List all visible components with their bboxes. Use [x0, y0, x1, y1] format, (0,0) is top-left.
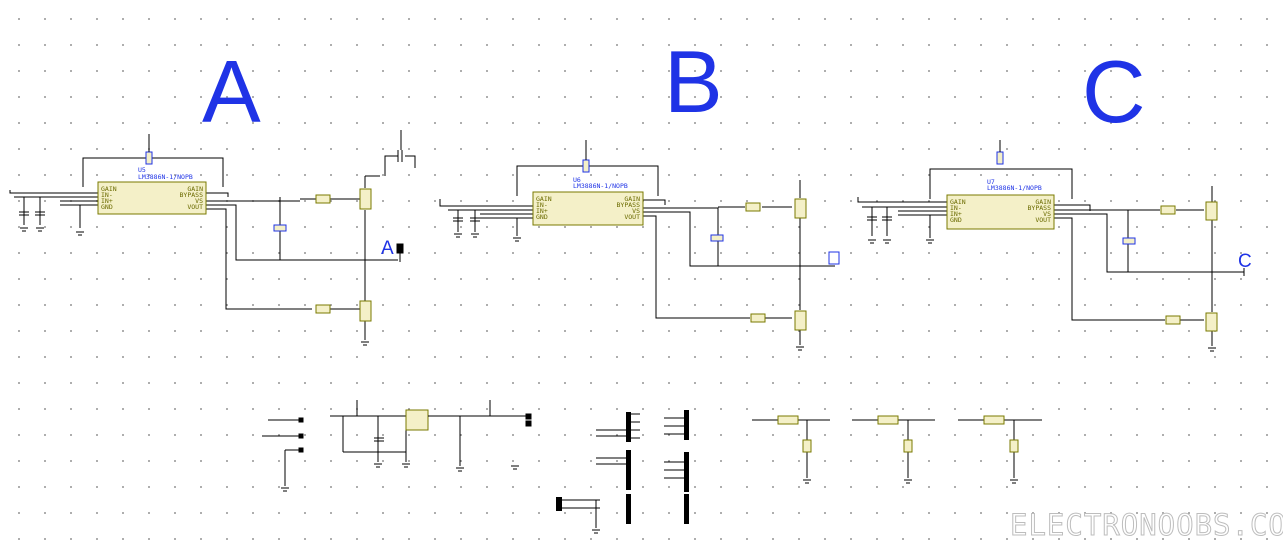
u7-pin-right-1: GAIN	[1035, 198, 1051, 206]
u6-pin-right-2: BYPASS	[617, 201, 641, 209]
u6-pin-right-1: GAIN	[624, 195, 640, 203]
u7-pin-left-1: GAIN	[950, 198, 966, 206]
u6-pin-left-4: GND	[536, 213, 548, 221]
section-label-c: C	[1082, 42, 1146, 141]
watermark-text: ELECTRONOOBS.COM	[1009, 508, 1283, 543]
connector-array	[556, 410, 689, 534]
u5-pin-right-2: BYPASS	[180, 191, 204, 199]
u7-pin-left-4: GND	[950, 216, 962, 224]
section-label-b: B	[664, 32, 723, 131]
output-label-c: C	[1238, 251, 1252, 272]
power-supply-block	[262, 400, 532, 492]
ic-ref-u6: U6	[573, 176, 581, 184]
u7-pin-left-3: IN+	[950, 210, 962, 218]
ic-part-u5: LM3886N-1/NOPB	[138, 173, 193, 181]
u5-pin-right-1: GAIN	[187, 185, 203, 193]
u7-pin-right-4: VOUT	[1035, 216, 1051, 224]
ic-part-u7: LM3886N-1/NOPB	[987, 184, 1042, 192]
circuit-c	[857, 140, 1245, 352]
u5-pin-left-2: IN-	[101, 191, 113, 199]
u5-pin-right-3: VS	[195, 197, 203, 205]
circuit-a	[9, 130, 416, 346]
u6-pin-left-1: GAIN	[536, 195, 552, 203]
circuit-b	[439, 140, 840, 351]
u7-pin-left-2: IN-	[950, 204, 962, 212]
u6-pin-right-3: VS	[632, 207, 640, 215]
output-label-a: A	[381, 238, 394, 259]
u5-pin-right-4: VOUT	[187, 203, 203, 211]
u5-pin-left-4: GND	[101, 203, 113, 211]
u6-pin-right-4: VOUT	[624, 213, 640, 221]
u5-pin-left-3: IN+	[101, 197, 113, 205]
u7-pin-right-3: VS	[1043, 210, 1051, 218]
section-label-a: A	[202, 42, 261, 141]
u5-pin-left-1: GAIN	[101, 185, 117, 193]
ic-part-u6: LM3886N-1/NOPB	[573, 182, 628, 190]
ic-ref-u7: U7	[987, 178, 995, 186]
resistor-dividers	[752, 415, 1042, 484]
u7-pin-right-2: BYPASS	[1028, 204, 1052, 212]
ic-ref-u5: U5	[138, 166, 146, 174]
u6-pin-left-3: IN+	[536, 207, 548, 215]
u6-pin-left-2: IN-	[536, 201, 548, 209]
